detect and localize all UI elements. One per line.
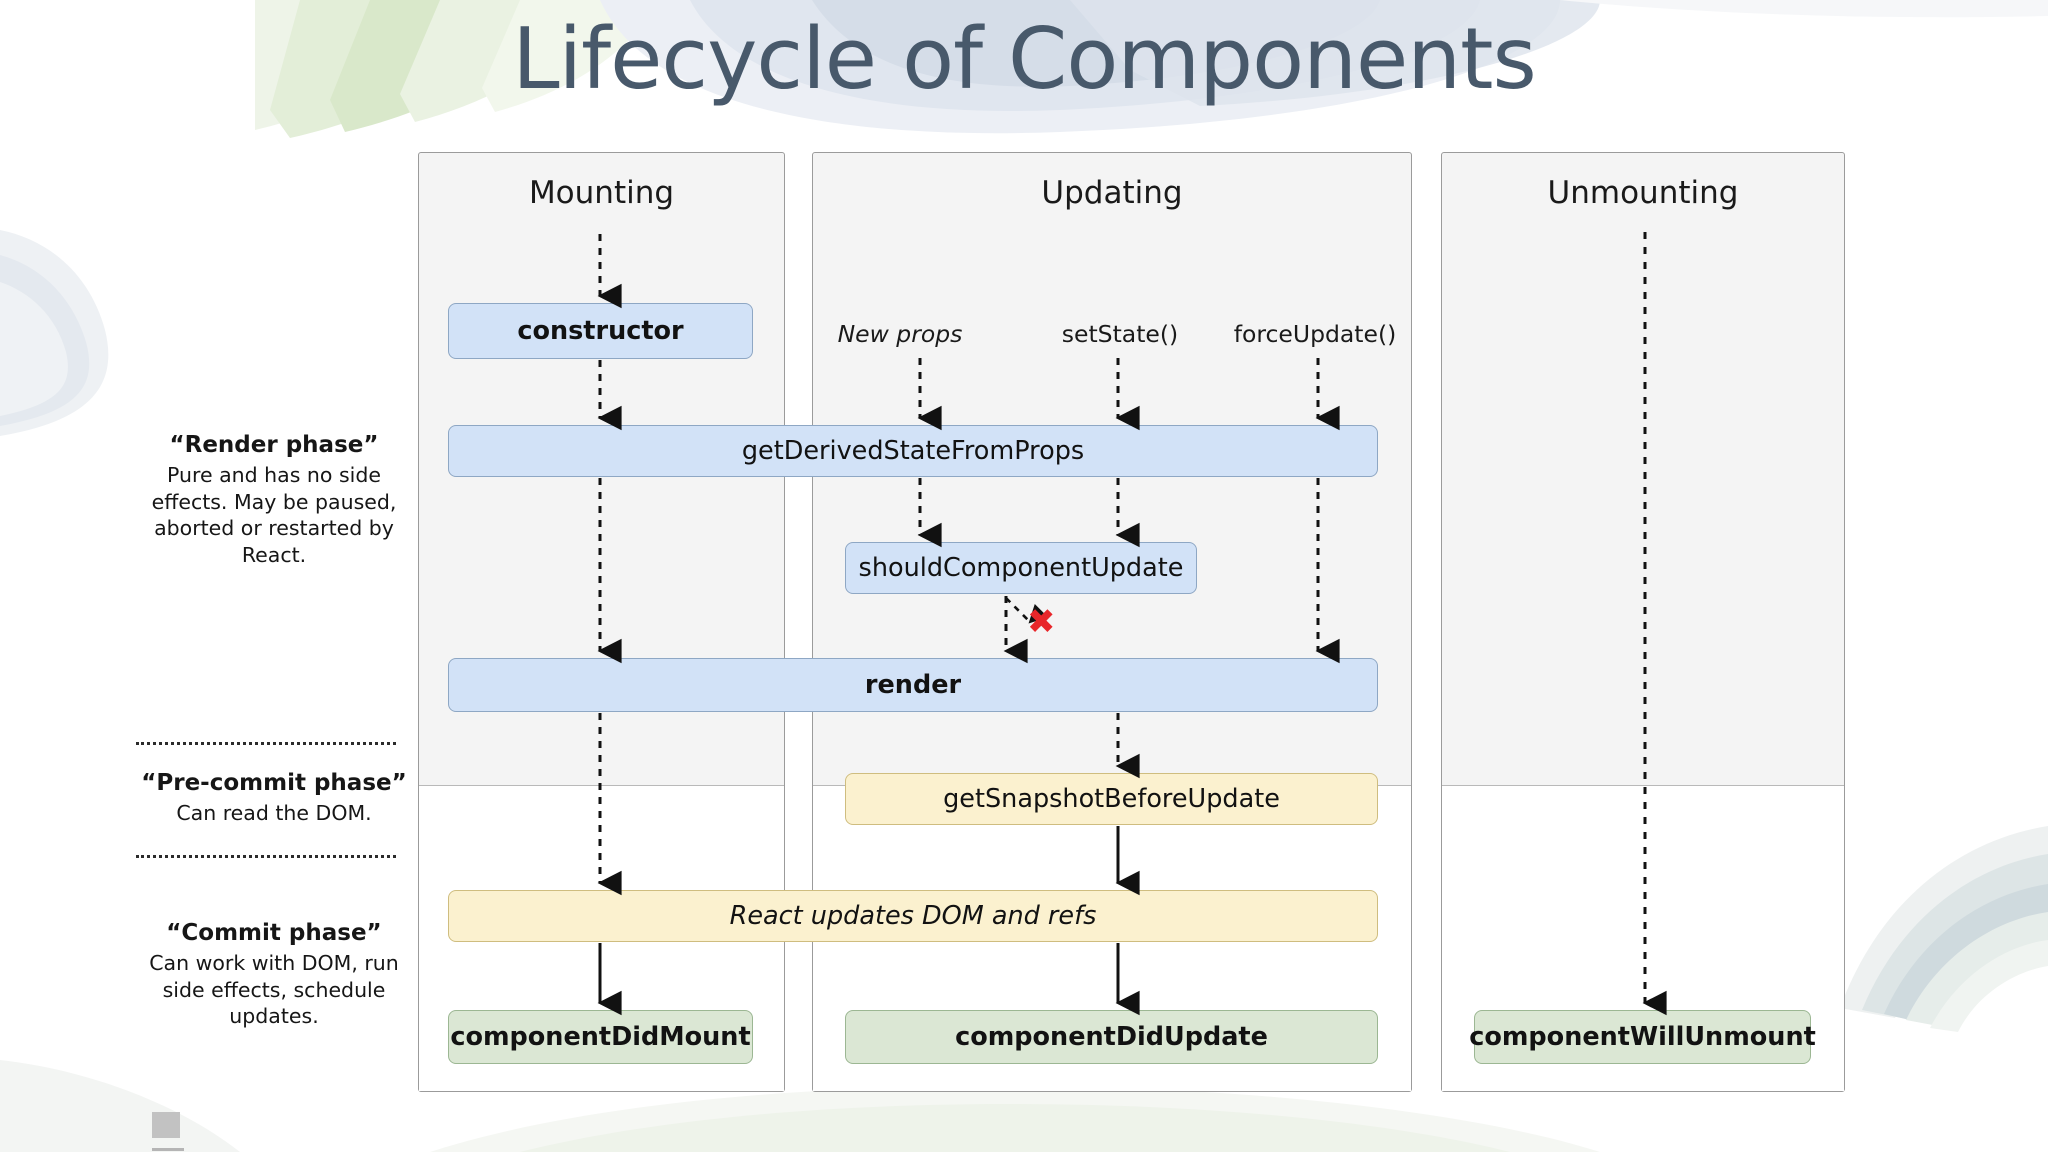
node-render[interactable]: render <box>448 658 1378 712</box>
node-react-updates-dom-and-refs[interactable]: React updates DOM and refs <box>448 890 1378 942</box>
page-title: Lifecycle of Components <box>512 10 1537 109</box>
node-constructor[interactable]: constructor <box>448 303 753 359</box>
column-updating: Updating <box>812 152 1412 1092</box>
phase-label-render: “Render phase” Pure and has no side effe… <box>140 432 408 568</box>
phase-desc-pre-commit: Can read the DOM. <box>176 801 372 825</box>
phase-divider-top <box>136 742 396 745</box>
placeholder-bar <box>152 1148 184 1151</box>
node-should-component-update[interactable]: shouldComponentUpdate <box>845 542 1197 594</box>
node-get-snapshot-before-update[interactable]: getSnapshotBeforeUpdate <box>845 773 1378 825</box>
phase-desc-commit: Can work with DOM, run side effects, sch… <box>149 951 399 1028</box>
trigger-new-props: New props <box>837 320 963 348</box>
node-get-derived-state-from-props[interactable]: getDerivedStateFromProps <box>448 425 1378 477</box>
node-component-did-update[interactable]: componentDidUpdate <box>845 1010 1378 1064</box>
phase-label-commit: “Commit phase” Can work with DOM, run si… <box>140 920 408 1030</box>
column-header-updating: Updating <box>1041 175 1183 211</box>
placeholder-square <box>152 1112 180 1138</box>
node-component-did-mount[interactable]: componentDidMount <box>448 1010 753 1064</box>
column-mounting: Mounting <box>418 152 785 1092</box>
node-component-will-unmount[interactable]: componentWillUnmount <box>1469 1010 1816 1064</box>
column-header-mounting: Mounting <box>528 175 675 211</box>
phase-title-pre-commit: “Pre-commit phase” <box>141 770 407 796</box>
phase-title-render: “Render phase” <box>169 432 379 458</box>
phase-title-commit: “Commit phase” <box>166 920 382 946</box>
phase-divider-bottom <box>136 855 396 858</box>
column-unmounting: Unmounting <box>1441 152 1845 1092</box>
abort-x-icon: ✖ <box>1027 602 1056 642</box>
trigger-set-state: setState() <box>1061 320 1179 348</box>
trigger-force-update: forceUpdate() <box>1233 320 1397 348</box>
column-header-unmounting: Unmounting <box>1547 175 1739 211</box>
phase-desc-render: Pure and has no side effects. May be pau… <box>151 463 397 567</box>
phase-label-pre-commit: “Pre-commit phase” Can read the DOM. <box>140 770 408 827</box>
